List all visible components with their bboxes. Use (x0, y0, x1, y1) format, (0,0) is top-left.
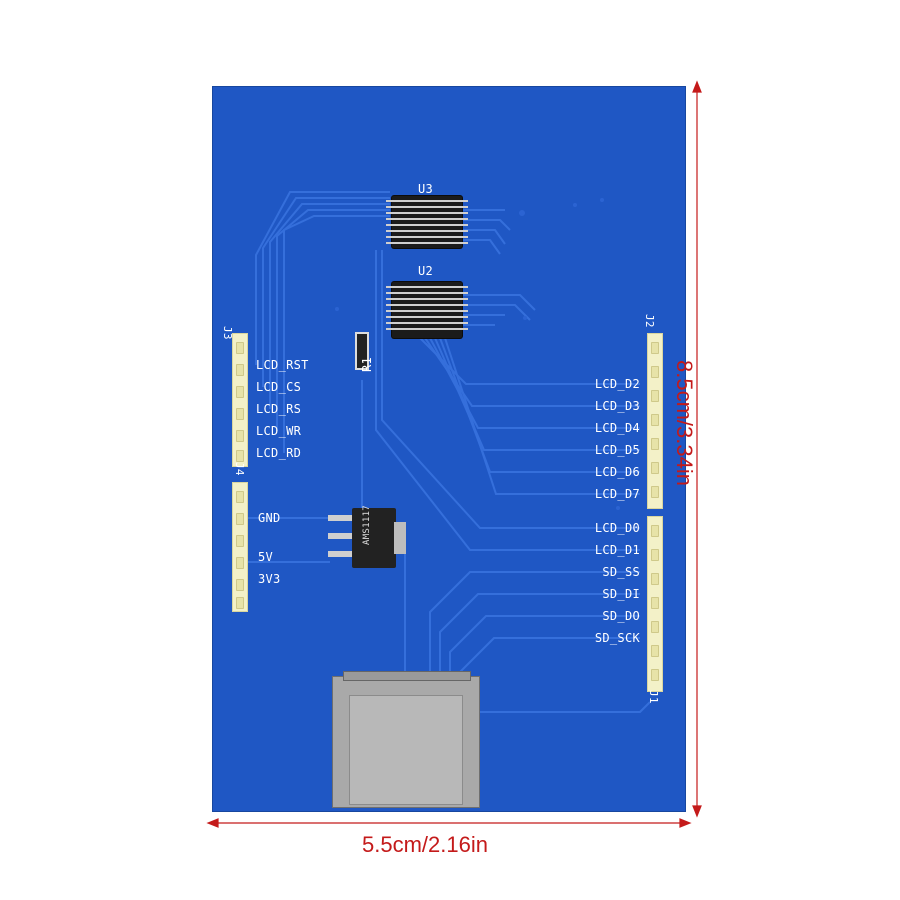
j3-header (232, 333, 248, 467)
r1-label: R1 (360, 356, 374, 372)
r1-resistor (355, 332, 369, 370)
pin-label: SD_SS (602, 565, 640, 579)
pin-label: LCD_D0 (594, 521, 640, 535)
pin-label: LCD_WR (256, 424, 302, 438)
height-dimension-label: 8.5cm/3.34in (672, 360, 697, 486)
sd-card-slot (332, 671, 480, 808)
u3-chip (386, 196, 468, 248)
j1-label: J1 (647, 690, 660, 704)
pin-label: LCD_RS (256, 402, 302, 416)
j1-header (647, 516, 663, 692)
pin-label: LCD_D3 (594, 399, 640, 413)
pin-label: SD_DO (602, 609, 640, 623)
pin-label: SD_DI (602, 587, 640, 601)
pin-label: LCD_D4 (594, 421, 640, 435)
u2-label: U2 (418, 264, 434, 278)
pin-label: LCD_RST (256, 358, 309, 372)
pin-label: LCD_D1 (594, 543, 640, 557)
pin-label: GND (258, 511, 281, 525)
pin-label: LCD_CS (256, 380, 302, 394)
pin-label: LCD_D5 (594, 443, 640, 457)
u2-chip (386, 282, 468, 338)
pin-label: LCD_D2 (594, 377, 640, 391)
voltage-regulator (352, 508, 396, 568)
width-dimension-label: 5.5cm/2.16in (362, 832, 488, 857)
u3-label: U3 (418, 182, 434, 196)
j4-label: J4 (233, 462, 246, 476)
j2-header (647, 333, 663, 509)
pin-label: 3V3 (258, 572, 281, 586)
regulator-tab (394, 522, 406, 554)
pin-label: 5V (258, 550, 274, 564)
j2-label: J2 (643, 314, 656, 328)
pin-label: LCD_RD (256, 446, 302, 460)
pin-label: SD_SCK (594, 631, 640, 645)
pin-label: LCD_D7 (594, 487, 640, 501)
pin-label: LCD_D6 (594, 465, 640, 479)
j4-header (232, 482, 248, 612)
regulator-marking: AMS1117 (362, 504, 372, 545)
